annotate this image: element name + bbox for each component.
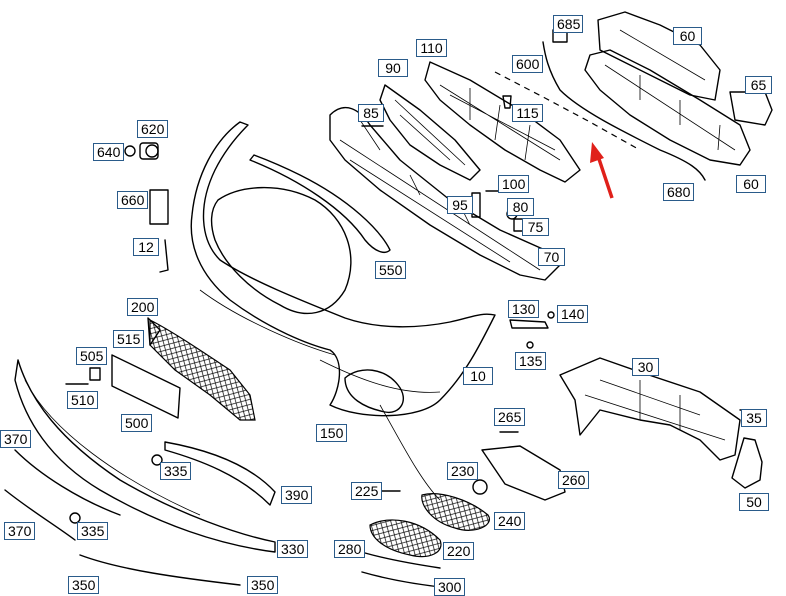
callout-510[interactable]: 510 (67, 391, 98, 409)
callout-390[interactable]: 390 (281, 486, 312, 504)
clip-335a-part[interactable] (151, 454, 163, 466)
clip-140-part[interactable] (547, 311, 555, 319)
callout-115[interactable]: 115 (512, 104, 543, 122)
callout-265[interactable]: 265 (494, 408, 525, 426)
callout-230[interactable]: 230 (447, 462, 478, 480)
callout-335-lower[interactable]: 335 (77, 522, 108, 540)
callout-35[interactable]: 35 (741, 409, 767, 427)
callout-350-right[interactable]: 350 (247, 576, 278, 594)
callout-350-left[interactable]: 350 (68, 576, 99, 594)
callout-680[interactable]: 680 (663, 183, 694, 201)
callout-260[interactable]: 260 (558, 471, 589, 489)
callout-240[interactable]: 240 (494, 512, 525, 530)
callout-620[interactable]: 620 (137, 120, 168, 138)
upper-grille-carrier-part[interactable] (379, 84, 481, 181)
clip-135-part[interactable] (526, 341, 534, 349)
callout-10[interactable]: 10 (463, 367, 493, 385)
callout-90[interactable]: 90 (378, 59, 408, 77)
callout-335-upper[interactable]: 335 (160, 462, 191, 480)
callout-225[interactable]: 225 (351, 482, 382, 500)
grille-clip-515-part[interactable] (147, 317, 161, 346)
distronic-strip-part (494, 71, 641, 151)
trim-strip-280-part[interactable] (364, 552, 441, 569)
callout-85[interactable]: 85 (358, 104, 384, 122)
callout-60-upper[interactable]: 60 (673, 27, 702, 45)
callout-110[interactable]: 110 (416, 39, 447, 57)
fog-lamp-230-part[interactable] (472, 479, 488, 495)
callout-330[interactable]: 330 (277, 540, 308, 558)
callout-515[interactable]: 515 (113, 330, 144, 348)
license-plate-bracket-part[interactable] (111, 354, 181, 419)
clip-505-part[interactable] (89, 367, 101, 381)
callout-80[interactable]: 80 (507, 198, 534, 216)
callout-370-upper[interactable]: 370 (0, 430, 31, 448)
lower-grille-part[interactable] (149, 319, 256, 421)
callout-500[interactable]: 500 (121, 414, 152, 432)
grille-trim-strip-part[interactable] (249, 154, 391, 253)
callout-370-lower[interactable]: 370 (4, 522, 35, 540)
callout-50[interactable]: 50 (739, 493, 769, 511)
chrome-insert-390-part[interactable] (164, 441, 276, 506)
callout-660[interactable]: 660 (117, 191, 148, 209)
callout-220[interactable]: 220 (443, 542, 474, 560)
callout-60-lower[interactable]: 60 (736, 175, 766, 193)
bracket-130-part[interactable] (509, 319, 549, 329)
crash-absorber-part[interactable] (584, 11, 773, 166)
callout-30[interactable]: 30 (632, 358, 659, 376)
pointer-arrow-icon (590, 142, 614, 199)
fog-grille-240-part[interactable] (421, 493, 490, 531)
sensor-cable-part[interactable] (542, 41, 706, 181)
callout-140[interactable]: 140 (557, 305, 588, 323)
callout-95[interactable]: 95 (447, 196, 473, 214)
bracket-50-part[interactable] (731, 437, 763, 489)
harness-12-part[interactable] (159, 239, 169, 273)
clip-335b-part[interactable] (69, 512, 81, 524)
callout-100[interactable]: 100 (498, 175, 529, 193)
callout-550[interactable]: 550 (375, 261, 406, 279)
callout-70[interactable]: 70 (538, 248, 565, 266)
spoiler-trim-part[interactable] (14, 449, 121, 516)
callout-135[interactable]: 135 (515, 352, 546, 370)
callout-300[interactable]: 300 (434, 578, 465, 596)
callout-130[interactable]: 130 (508, 300, 539, 318)
callout-75[interactable]: 75 (522, 218, 549, 236)
parking-sensor-part[interactable] (124, 142, 159, 160)
lower-insert-220-part[interactable] (369, 519, 442, 558)
wire-harness-part (379, 404, 441, 501)
callout-640[interactable]: 640 (93, 143, 124, 161)
control-module-part[interactable] (149, 189, 169, 225)
callout-685[interactable]: 685 (553, 15, 583, 33)
callout-505[interactable]: 505 (76, 347, 107, 365)
callout-200[interactable]: 200 (127, 298, 158, 316)
callout-150[interactable]: 150 (316, 424, 347, 442)
callout-65[interactable]: 65 (745, 76, 772, 94)
lower-trim-370-part[interactable] (14, 359, 276, 553)
screw-115-part[interactable] (502, 95, 512, 109)
callout-280[interactable]: 280 (334, 540, 365, 558)
side-trim-part[interactable] (4, 489, 76, 541)
callout-600[interactable]: 600 (512, 55, 543, 73)
bumper-support-rail-part[interactable] (329, 106, 561, 281)
callout-12[interactable]: 12 (133, 238, 159, 256)
bottom-lip-part[interactable] (79, 554, 241, 586)
energy-absorber-part[interactable] (424, 61, 581, 183)
fog-lamp-frame-part[interactable] (481, 445, 566, 501)
bumper-cover-part[interactable] (190, 121, 496, 417)
